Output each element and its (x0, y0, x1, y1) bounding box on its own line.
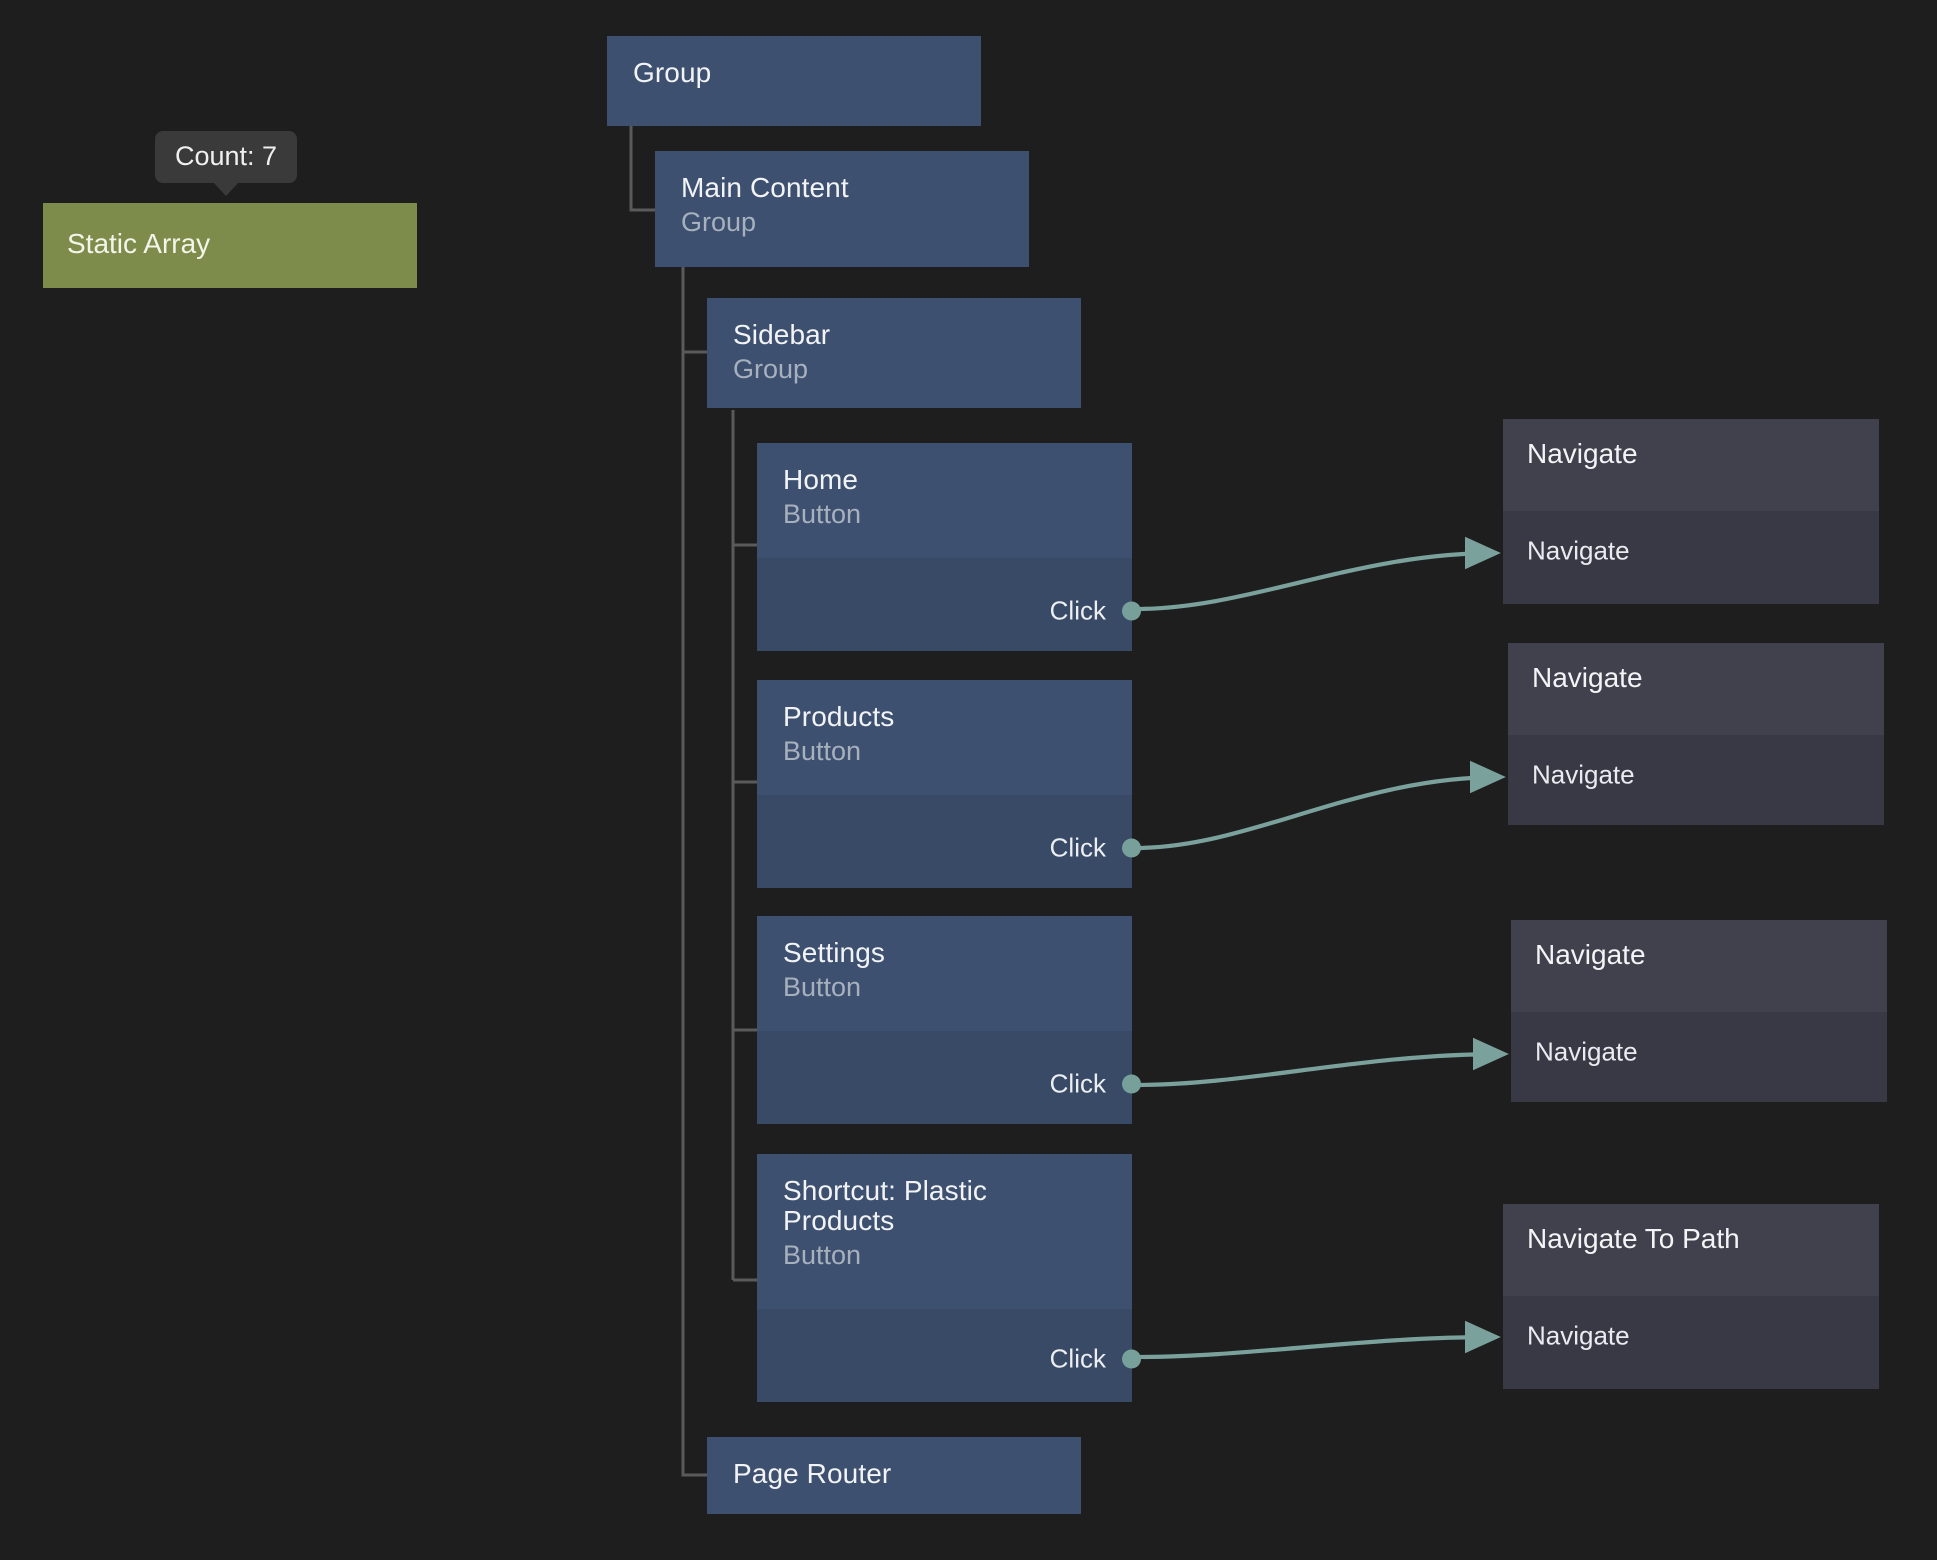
node-products-header: Products Button (757, 680, 1132, 795)
node-products-subtitle: Button (783, 736, 862, 767)
node-shortcut-plastic-products[interactable]: Shortcut: Plastic Products Button Click (757, 1154, 1141, 1402)
port-navigate-to-path-in[interactable]: Navigate (1527, 1321, 1630, 1352)
node-settings-header: Settings Button (757, 916, 1132, 1031)
port-settings-click[interactable]: Click (1049, 1068, 1141, 1100)
node-home-title: Home (783, 464, 859, 495)
node-shortcut-subtitle: Button (783, 1240, 862, 1271)
node-action-navigate-2-header: Navigate (1508, 643, 1884, 735)
port-home-click-label: Click (1049, 595, 1106, 626)
node-action-navigate-to-path-title: Navigate To Path (1527, 1223, 1740, 1254)
edge-shortcut-navigate-to-path (1132, 1320, 1501, 1360)
port-shortcut-click-label: Click (1049, 1343, 1106, 1374)
node-action-navigate-3[interactable]: Navigate Navigate (1511, 920, 1887, 1102)
node-group-header: Group (607, 36, 981, 126)
node-shortcut-body: Click (757, 1309, 1141, 1402)
node-action-navigate-3-header: Navigate (1511, 920, 1887, 1012)
port-dot-icon[interactable] (1122, 838, 1141, 858)
node-settings-subtitle: Button (783, 972, 862, 1003)
node-action-navigate-to-path[interactable]: Navigate To Path Navigate (1503, 1204, 1879, 1389)
tooltip-arrow-icon (213, 181, 240, 196)
node-action-navigate-to-path-body: Navigate (1503, 1296, 1879, 1389)
node-group-title: Group (633, 57, 712, 88)
port-navigate-2-in[interactable]: Navigate (1532, 760, 1635, 791)
node-products[interactable]: Products Button Click (757, 680, 1141, 888)
node-action-navigate-1-body: Navigate (1503, 511, 1879, 604)
port-shortcut-click[interactable]: Click (1049, 1343, 1141, 1375)
node-action-navigate-3-body: Navigate (1511, 1012, 1887, 1102)
port-navigate-3-in-label: Navigate (1535, 1036, 1638, 1067)
port-navigate-to-path-in-label: Navigate (1527, 1320, 1630, 1351)
node-action-navigate-1-title: Navigate (1527, 438, 1638, 469)
port-dot-icon[interactable] (1122, 1074, 1141, 1094)
tree-link-group-main (629, 126, 655, 212)
edge-products-navigate (1132, 760, 1506, 851)
tree-link-main-sidebar (681, 267, 707, 354)
node-page-router-header: Page Router (707, 1437, 1081, 1514)
node-action-navigate-1[interactable]: Navigate Navigate (1503, 419, 1879, 604)
node-action-navigate-2-title: Navigate (1532, 662, 1643, 693)
node-sidebar-title: Sidebar (733, 319, 831, 350)
node-settings-title: Settings (783, 937, 885, 968)
port-navigate-1-in-label: Navigate (1527, 535, 1630, 566)
port-navigate-3-in[interactable]: Navigate (1535, 1037, 1638, 1068)
port-navigate-2-in-label: Navigate (1532, 759, 1635, 790)
node-settings[interactable]: Settings Button Click (757, 916, 1141, 1124)
node-action-navigate-1-header: Navigate (1503, 419, 1879, 511)
node-home[interactable]: Home Button Click (757, 443, 1141, 651)
node-action-navigate-2[interactable]: Navigate Navigate (1508, 643, 1884, 825)
node-page-router-title: Page Router (733, 1458, 892, 1489)
node-sidebar[interactable]: Sidebar Group (707, 298, 1081, 408)
node-home-body: Click (757, 558, 1141, 651)
tree-link-main-router (681, 352, 707, 1477)
node-action-navigate-3-title: Navigate (1535, 939, 1646, 970)
port-settings-click-label: Click (1049, 1068, 1106, 1099)
port-home-click[interactable]: Click (1049, 595, 1141, 627)
node-page-router[interactable]: Page Router (707, 1437, 1081, 1514)
node-settings-body: Click (757, 1031, 1141, 1124)
node-home-subtitle: Button (783, 499, 862, 530)
node-sidebar-header: Sidebar Group (707, 298, 1081, 408)
node-action-navigate-to-path-header: Navigate To Path (1503, 1204, 1879, 1296)
node-shortcut-header: Shortcut: Plastic Products Button (757, 1154, 1132, 1309)
static-array-title: Static Array (67, 228, 211, 259)
node-products-title: Products (783, 701, 895, 732)
node-main-content-header: Main Content Group (655, 151, 1029, 267)
node-main-content-subtitle: Group (681, 207, 757, 238)
node-products-body: Click (757, 795, 1141, 888)
node-sidebar-subtitle: Group (733, 354, 809, 385)
node-home-header: Home Button (757, 443, 1132, 558)
port-products-click[interactable]: Click (1049, 832, 1141, 864)
port-navigate-1-in[interactable]: Navigate (1527, 536, 1630, 567)
node-group[interactable]: Group (607, 36, 981, 126)
count-tooltip-label: Count: 7 (175, 141, 278, 171)
edge-home-navigate (1132, 536, 1501, 612)
node-static-array[interactable]: Static Array (43, 203, 417, 288)
port-products-click-label: Click (1049, 832, 1106, 863)
node-action-navigate-2-body: Navigate (1508, 735, 1884, 825)
port-dot-icon[interactable] (1122, 1349, 1141, 1369)
node-main-content-title: Main Content (681, 172, 849, 203)
edge-settings-navigate (1132, 1037, 1509, 1088)
node-main-content[interactable]: Main Content Group (655, 151, 1029, 267)
count-tooltip: Count: 7 (155, 131, 298, 196)
node-shortcut-title: Shortcut: Plastic Products (783, 1175, 988, 1237)
port-dot-icon[interactable] (1122, 601, 1141, 621)
